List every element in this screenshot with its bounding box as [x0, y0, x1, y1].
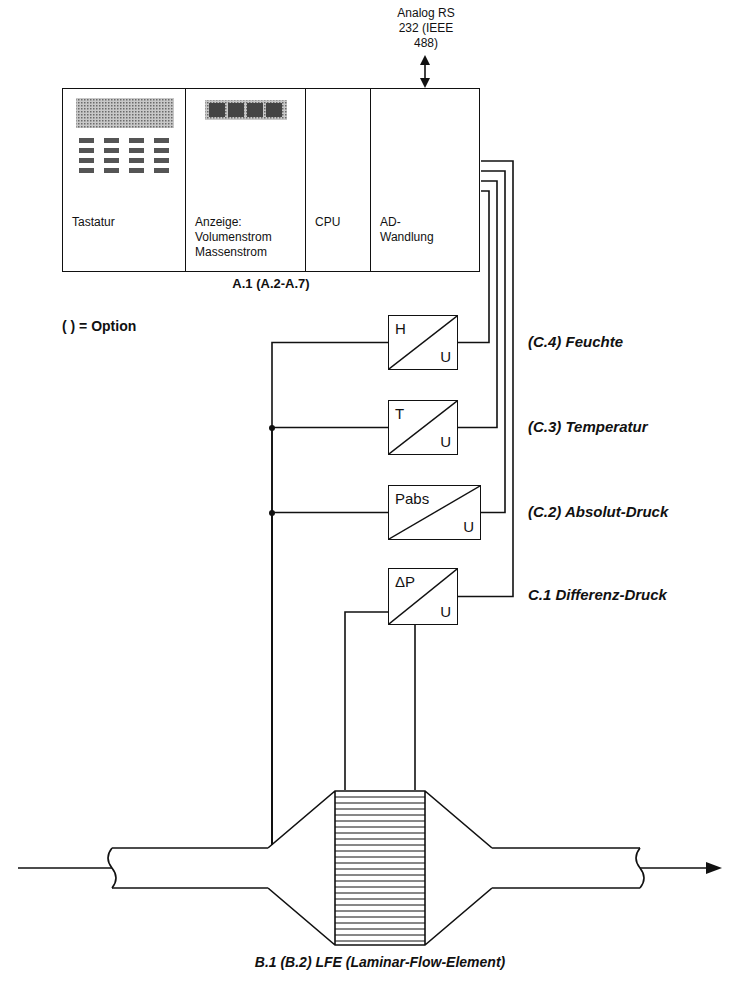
callout-label: (C.3) Temperatur — [528, 418, 647, 436]
quantity-symbol: U — [463, 518, 474, 535]
quantity-symbol: H — [395, 320, 406, 337]
flow-display — [205, 100, 287, 120]
interface-arrow — [420, 55, 430, 88]
quantity-symbol: ΔP — [395, 573, 415, 590]
part-heading: A.1 (A.2-A.7) — [232, 276, 309, 291]
option-note: ( ) = Option — [62, 318, 136, 335]
signal-line — [458, 191, 489, 343]
adc-section: AD- Wandlung — [371, 89, 481, 271]
quantity-symbol: U — [440, 348, 451, 365]
signal-line — [272, 428, 388, 846]
keypad-keys — [79, 138, 169, 173]
humidity-transducer: HU — [388, 315, 458, 370]
callout-label: C.1 Differenz-Druck — [528, 586, 667, 604]
signal-line — [458, 181, 497, 428]
temperature-transducer: TU — [388, 400, 458, 455]
section-label: AD- Wandlung — [380, 215, 442, 245]
display-section: Anzeige: Volumenstrom Massenstrom — [186, 89, 306, 271]
part-heading: B.1 (B.2) LFE (Laminar-Flow-Element) — [255, 954, 505, 970]
section-label: Tastatur — [72, 215, 179, 230]
signal-line — [458, 161, 513, 597]
lfe-outline — [268, 790, 492, 946]
section-label: CPU — [315, 215, 364, 230]
differential-pressure-transducer: ΔP U — [388, 568, 458, 625]
keyboard-section: Tastatur — [63, 89, 186, 271]
laminar-flow-element: B.1 (B.2) LFE (Laminar-Flow-Element) — [268, 790, 492, 946]
callout-label: (C.4) Feuchte — [528, 333, 623, 351]
signal-line — [345, 612, 415, 790]
keypad-display — [76, 98, 174, 128]
interface-label: Analog RS 232 (IEEE 488) — [394, 6, 458, 51]
quantity-symbol: Pabs — [395, 490, 429, 507]
quantity-symbol: T — [395, 405, 404, 422]
quantity-symbol: U — [440, 433, 451, 450]
section-label: Anzeige: Volumenstrom Massenstrom — [195, 215, 299, 260]
callout-label: (C.2) Absolut-Druck — [528, 503, 668, 521]
quantity-symbol: U — [440, 603, 451, 620]
pipe — [18, 848, 722, 888]
pressure-transducer: PabsU — [388, 485, 481, 540]
instrument-box: A.1 (A.2-A.7)TastaturAnzeige: Volumenstr… — [62, 88, 480, 272]
cpu-section: CPU — [306, 89, 371, 271]
signal-line — [481, 171, 505, 513]
signal-line — [272, 343, 388, 846]
